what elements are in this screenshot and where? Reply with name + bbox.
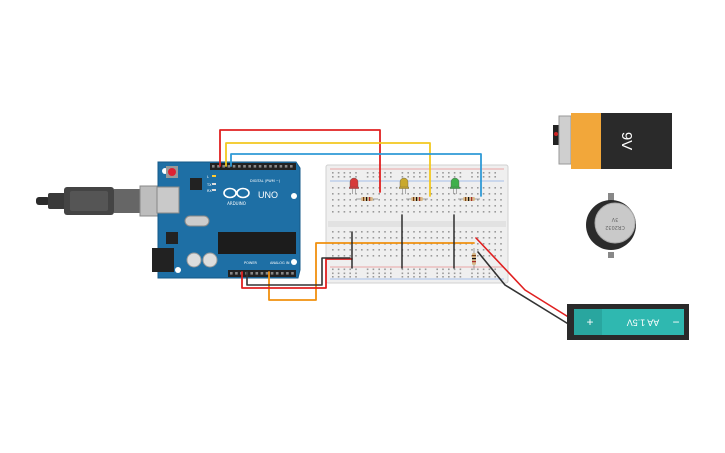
digital-header[interactable] <box>210 163 296 170</box>
atmega-chip <box>218 232 296 254</box>
power-jack <box>152 248 174 272</box>
wire-red-gnd-loop[interactable] <box>241 258 353 289</box>
usb-port <box>156 186 180 214</box>
led-yellow[interactable] <box>399 177 409 194</box>
arduino-uno-board[interactable]: ARDUINO UNO DIGITAL (PWM ~) POWER ANALOG… <box>152 161 301 279</box>
battery-9v-label: 9V <box>618 132 635 150</box>
battery-aa-plus: + <box>586 315 593 329</box>
arduino-logo: ARDUINO <box>223 187 250 206</box>
resistor-1[interactable] <box>356 197 378 201</box>
coin-cell-sublabel: 3V <box>611 216 618 222</box>
battery-9v[interactable]: 9V <box>553 113 672 169</box>
coin-cell-battery[interactable]: CR2032 3V <box>586 193 636 258</box>
wire-red-to-battery[interactable] <box>475 237 571 319</box>
board-model-label: UNO <box>258 190 278 200</box>
analog-label: ANALOG IN <box>270 261 290 265</box>
led-l-label: L <box>207 175 209 179</box>
tx-label: TX <box>206 183 212 187</box>
wire-black-to-battery[interactable] <box>477 251 571 326</box>
wire-black-gnd[interactable] <box>246 257 351 286</box>
logo-text: ARDUINO <box>227 201 246 206</box>
rx-label: RX <box>207 189 212 193</box>
resistor-2[interactable] <box>406 197 428 201</box>
usb-cable[interactable] <box>36 185 171 217</box>
resistor-3[interactable] <box>458 197 480 201</box>
power-label: POWER <box>244 261 258 265</box>
led-red[interactable] <box>349 177 359 194</box>
wire-red-pin13[interactable] <box>219 129 381 193</box>
battery-aa-label: AA 1.5V <box>627 318 660 328</box>
battery-9v-label-band <box>571 113 601 169</box>
resistors <box>356 197 480 270</box>
resistor-4[interactable] <box>472 248 476 270</box>
wire-yellow-pin12[interactable] <box>225 142 431 197</box>
battery-aa-holder[interactable]: + AA 1.5V − <box>567 304 689 340</box>
led-group <box>349 177 460 194</box>
wires[interactable] <box>219 129 571 326</box>
wire-orange-5v[interactable] <box>268 242 475 301</box>
wire-blue-pin11[interactable] <box>230 153 482 197</box>
digital-label: DIGITAL (PWM ~) <box>250 179 281 183</box>
led-green[interactable] <box>450 177 460 194</box>
coin-cell-label: CR2032 <box>605 224 625 230</box>
battery-aa-minus: − <box>672 315 679 329</box>
